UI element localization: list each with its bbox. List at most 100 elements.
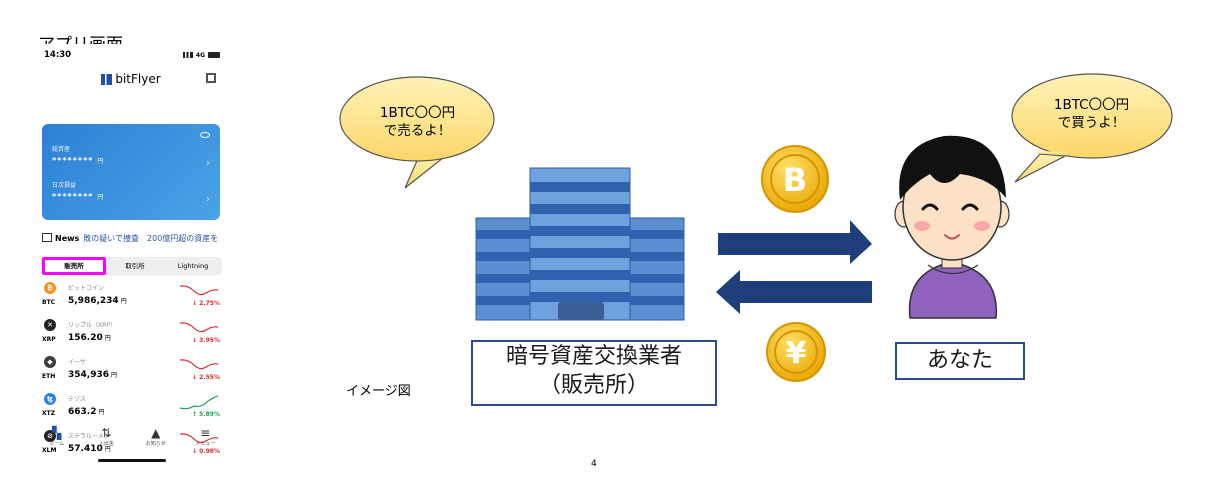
right-bubble-line-1: 1BTC〇〇円 [1053, 97, 1130, 113]
tab-lightning[interactable]: Lightning [177, 262, 209, 270]
news-headline: 敗の疑いで捜査 200億円超の資産を [83, 234, 219, 243]
coin-price-value: 663.2 [68, 407, 97, 417]
eye-icon[interactable] [200, 132, 210, 138]
sparkline-chart [180, 322, 219, 333]
sparkline-chart [180, 395, 219, 410]
coin-price-unit: 円 [120, 298, 127, 305]
nav-deposit[interactable]: ⇅入出金 [82, 426, 132, 456]
tezos-icon: ꜩ [44, 393, 56, 405]
coin-change: ↓ 2.75% [192, 300, 220, 307]
svg-text:B: B [783, 161, 807, 199]
arrow-down-icon: ↓ [192, 448, 198, 455]
sparkline-chart [180, 285, 219, 296]
nav-home-label: ホーム [49, 441, 65, 447]
bottom-nav: ▚ホーム ⇅入出金 ▲お知らせ ≡メニュー [32, 426, 230, 456]
bell-icon: ▲ [151, 426, 161, 440]
right-bubble-text: 1BTC〇〇円 で買うよ！ [1044, 96, 1139, 132]
transfer-icon: ⇅ [101, 426, 112, 440]
stellar-icon: ⊘ [44, 430, 56, 442]
nav-deposit-label: 入出金 [98, 441, 114, 447]
total-assets-value: ******** 円 [52, 156, 104, 165]
left-bubble-text: 1BTC〇〇円 で売るよ！ [370, 104, 465, 140]
coin-change: ↑ 5.89% [192, 411, 220, 418]
coin-symbol: BTC [42, 299, 56, 306]
you-box: あなた [895, 342, 1025, 380]
total-assets-label: 総資産 [52, 146, 71, 153]
coin-name-jp: ビットコイン [68, 285, 105, 292]
coin-change-value: 0.98% [199, 448, 220, 455]
home-icon: ▚ [52, 426, 62, 440]
nav-notifications[interactable]: ▲お知らせ [131, 426, 181, 456]
coin-change: ↓ 2.55% [192, 374, 220, 381]
arrow-down-icon: ↓ [192, 337, 198, 344]
left-speech-bubble [339, 76, 495, 189]
daily-pnl-value: ******** 円 [52, 192, 104, 201]
coin-price-value: 156.20 [68, 333, 103, 343]
coin-price-unit: 円 [104, 335, 111, 342]
coin-symbol: XTZ [42, 410, 56, 417]
coin-price-value: 354,936 [68, 370, 109, 380]
battery-icon [208, 52, 220, 58]
signal-icon [182, 52, 193, 58]
left-bubble-line-1: 1BTC〇〇円 [379, 105, 456, 121]
office-building [475, 167, 685, 321]
coin-change-value: 5.89% [199, 411, 220, 418]
exchange-operator-type: （販売所） [538, 373, 649, 398]
coin-change: ↓ 0.98% [192, 448, 220, 455]
coin-symbol: XLM [42, 447, 57, 454]
coin-symbol: ETH [42, 373, 56, 380]
chevron-right-icon: › [206, 194, 210, 205]
coin-name-jp: テゾス [68, 396, 87, 403]
arrow-down-icon: ↓ [192, 374, 198, 381]
exchange-operator-box: 暗号資産交換業者 （販売所） [471, 340, 717, 406]
exchange-operator-name: 暗号資産交換業者 [505, 344, 682, 369]
coin-symbol: XRP [42, 336, 56, 343]
arrow-up-icon: ↑ [192, 411, 198, 418]
coin-price-unit: 円 [98, 409, 105, 416]
coin-name-jp: イーサ [68, 359, 86, 366]
chevron-right-icon: › [206, 158, 210, 169]
sparkline-chart [180, 433, 219, 444]
coin-price-value: 5,986,234 [68, 296, 119, 306]
left-bubble-line-2: で売るよ！ [383, 123, 452, 139]
coin-change-value: 2.55% [199, 374, 220, 381]
page-number: 4 [591, 459, 597, 469]
svg-text:¥: ¥ [786, 336, 807, 371]
coin-change-value: 3.95% [199, 337, 220, 344]
balance-card[interactable]: 総資産 ******** 円 › 日次損益 ******** 円 › [42, 124, 220, 220]
ripple-icon: ✕ [44, 319, 56, 331]
sparkline-chart [180, 359, 219, 370]
market-tabs: 販売所 取引所 Lightning [42, 257, 222, 275]
nav-menu[interactable]: ≡メニュー [181, 426, 231, 456]
ethereum-icon: ◆ [44, 356, 56, 368]
news-label: News [55, 234, 80, 243]
app-header: bitFlyer [32, 72, 230, 86]
daily-pnl-masked: ******** [52, 192, 94, 201]
status-bar: 14:30 4G [44, 50, 220, 60]
nav-notifications-label: お知らせ [145, 441, 166, 447]
yen-coin-icon: ¥ [766, 322, 826, 382]
coin-name-jp: ステラルーメン [68, 433, 110, 440]
nav-menu-label: メニュー [195, 441, 216, 447]
tab-sales-office[interactable]: 販売所 [42, 257, 106, 275]
tab-exchange[interactable]: 取引所 [125, 262, 145, 270]
nav-home[interactable]: ▚ホーム [32, 426, 82, 456]
menu-icon: ≡ [200, 426, 211, 440]
right-bubble-line-2: で買うよ！ [1057, 115, 1126, 131]
coin-price-unit: 円 [104, 446, 111, 453]
bitcoin-coin-icon: B [761, 145, 829, 213]
qr-code-icon[interactable] [206, 73, 216, 83]
coin-change-value: 2.75% [199, 300, 220, 307]
